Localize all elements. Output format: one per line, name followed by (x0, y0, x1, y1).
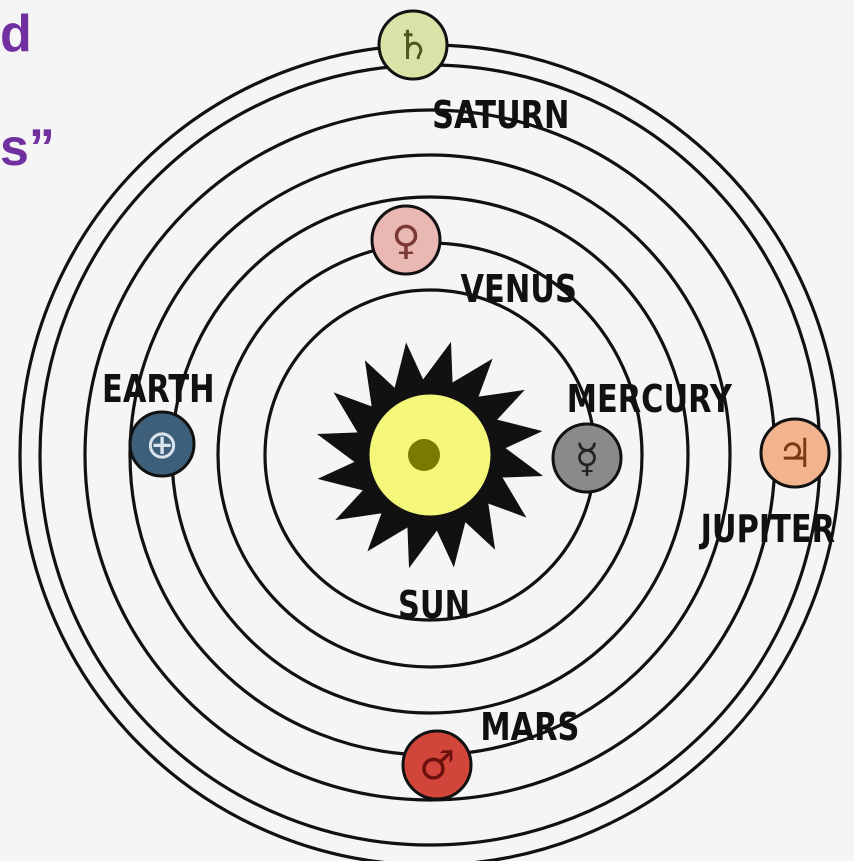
venus-planet: ♀ (372, 206, 440, 274)
mercury-glyph: ☿ (575, 436, 600, 482)
label-mars: MARS (480, 706, 579, 750)
label-earth: EARTH (102, 368, 215, 412)
label-venus: VENUS (461, 268, 577, 312)
label-jupiter: JUPITER (699, 508, 835, 552)
sun-icon (320, 345, 540, 565)
sun-spot (408, 439, 440, 471)
mercury-planet: ☿ (553, 424, 621, 492)
label-saturn: SATURN (432, 94, 569, 138)
venus-glyph: ♀ (391, 218, 420, 264)
earth-glyph: ⊕ (145, 422, 179, 468)
jupiter-glyph: ♃ (777, 431, 813, 477)
saturn-planet: ♄ (379, 11, 447, 79)
jupiter-planet: ♃ (761, 419, 829, 487)
earth-planet: ⊕ (130, 412, 194, 476)
saturn-glyph: ♄ (395, 23, 431, 69)
mars-glyph: ♂ (419, 743, 455, 789)
label-mercury: MERCURY (567, 378, 733, 422)
label-sun: SUN (398, 584, 470, 628)
mars-planet: ♂ (403, 731, 471, 799)
